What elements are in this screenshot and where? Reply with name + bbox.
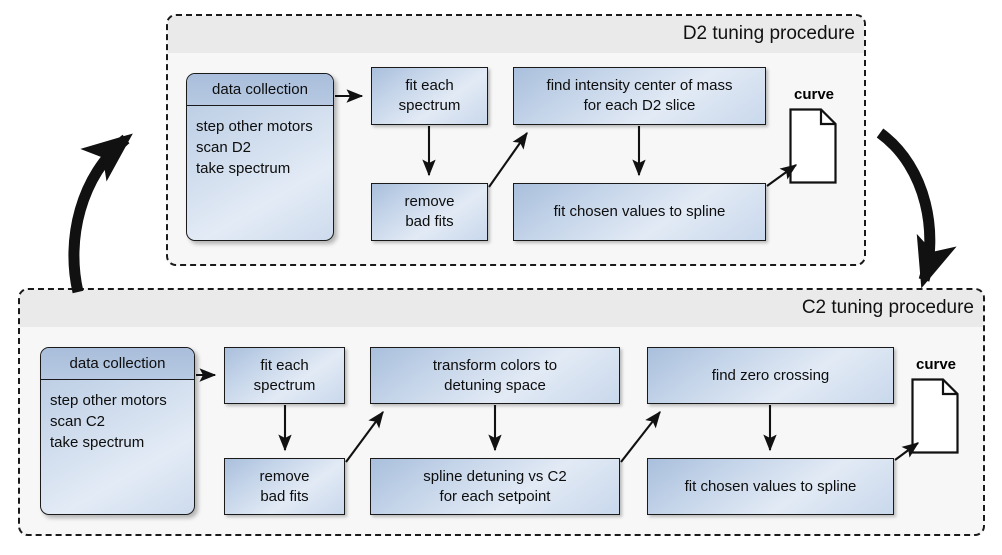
c2-fit-chosen-values-to-spline-box[interactable]: fit chosen values to spline — [647, 458, 894, 515]
d2-data-collection-header: data collection — [187, 74, 333, 106]
c2-data-collection-box[interactable]: data collection step other motors scan C… — [40, 347, 195, 515]
group-d2-header-band — [168, 16, 864, 53]
d2-fit-each-spectrum-line-2: spectrum — [398, 97, 461, 114]
d2-remove-bad-fits-line-1: remove — [404, 193, 455, 210]
group-c2-title: C2 tuning procedure — [801, 297, 974, 318]
d2-dc-line-1: step other motors — [196, 118, 313, 135]
group-d2-title: D2 tuning procedure — [682, 23, 855, 44]
document-icon — [789, 108, 837, 184]
c2-fit-each-spectrum-line-2: spectrum — [253, 376, 316, 394]
c2-curve-label: curve — [915, 356, 957, 373]
d2-remove-bad-fits-line-2: bad fits — [405, 213, 454, 230]
c2-data-collection-header: data collection — [41, 348, 194, 380]
group-c2-header-band — [20, 290, 983, 327]
c2-fit-each-spectrum-box[interactable]: fit each spectrum — [224, 347, 345, 404]
c2-remove-bad-fits-line-1: remove — [259, 467, 310, 485]
d2-fit-spline-line-1: fit chosen values to spline — [553, 203, 726, 220]
d2-remove-bad-fits-box[interactable]: remove bad fits — [371, 183, 488, 241]
c2-spline-detuning-box[interactable]: spline detuning vs C2 for each setpoint — [370, 458, 620, 515]
d2-fit-chosen-values-to-spline-box[interactable]: fit chosen values to spline — [513, 183, 766, 241]
d2-data-collection-body: step other motors scan D2 take spectrum — [187, 106, 333, 179]
c2-transform-colors-box[interactable]: transform colors to detuning space — [370, 347, 620, 404]
c2-transform-colors-line-1: transform colors to — [432, 356, 558, 374]
d2-curve-output[interactable]: curve — [778, 86, 850, 198]
d2-curve-label: curve — [793, 86, 835, 103]
d2-data-collection-box[interactable]: data collection step other motors scan D… — [186, 73, 334, 241]
c2-spline-detuning-line-2: for each setpoint — [439, 487, 551, 505]
c2-transform-colors-line-2: detuning space — [444, 376, 546, 394]
c2-remove-bad-fits-line-2: bad fits — [260, 487, 309, 505]
d2-fit-each-spectrum-box[interactable]: fit each spectrum — [371, 67, 488, 125]
d2-dc-line-3: take spectrum — [196, 160, 291, 177]
c2-curve-output[interactable]: curve — [900, 356, 972, 468]
c2-fit-spline-line-1: fit chosen values to spline — [684, 477, 857, 495]
c2-dc-line-3: take spectrum — [50, 434, 145, 451]
arrow-d2-output-to-c2 — [876, 128, 957, 289]
d2-dc-line-2: scan D2 — [196, 139, 252, 156]
c2-find-zero-crossing-line-1: find zero crossing — [711, 366, 830, 384]
c2-dc-line-2: scan C2 — [50, 413, 106, 430]
c2-data-collection-body: step other motors scan C2 take spectrum — [41, 380, 194, 453]
d2-find-com-line-2: for each D2 slice — [583, 97, 696, 114]
d2-fit-each-spectrum-line-1: fit each — [405, 77, 454, 94]
c2-remove-bad-fits-box[interactable]: remove bad fits — [224, 458, 345, 515]
d2-find-com-line-1: find intensity center of mass — [546, 77, 733, 94]
c2-fit-each-spectrum-line-1: fit each — [260, 356, 309, 374]
arrow-c2-feedback-to-d2 — [68, 133, 133, 294]
c2-find-zero-crossing-box[interactable]: find zero crossing — [647, 347, 894, 404]
c2-dc-line-1: step other motors — [50, 392, 167, 409]
d2-find-center-of-mass-box[interactable]: find intensity center of mass for each D… — [513, 67, 766, 125]
document-icon — [911, 378, 959, 454]
c2-spline-detuning-line-1: spline detuning vs C2 — [423, 467, 567, 485]
